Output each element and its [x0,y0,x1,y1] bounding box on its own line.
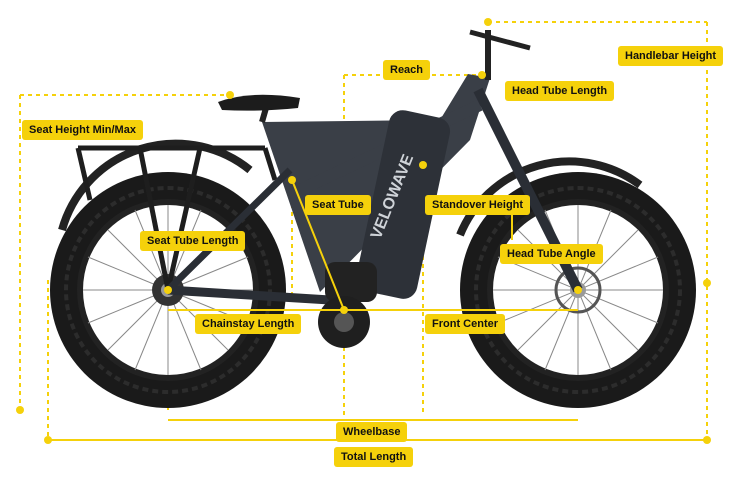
measurement-points [16,18,711,444]
label-chainstay-length: Chainstay Length [195,314,302,334]
label-total-length: Total Length [334,447,414,467]
rear-rack [75,145,278,291]
label-wheelbase: Wheelbase [336,422,408,442]
label-seat-tube: Seat Tube [305,195,371,215]
label-head-tube-angle: Head Tube Angle [500,244,603,264]
label-handlebar-height: Handlebar Height [618,46,724,66]
label-seat-tube-length: Seat Tube Length [140,231,246,251]
label-standover-height: Standover Height [425,195,531,215]
bike-seat [218,94,300,123]
label-head-tube-length: Head Tube Length [505,81,615,101]
label-seat-height: Seat Height Min/Max [22,120,143,140]
bike-frame [165,29,583,348]
label-front-center: Front Center [425,314,505,334]
label-reach: Reach [383,60,431,80]
